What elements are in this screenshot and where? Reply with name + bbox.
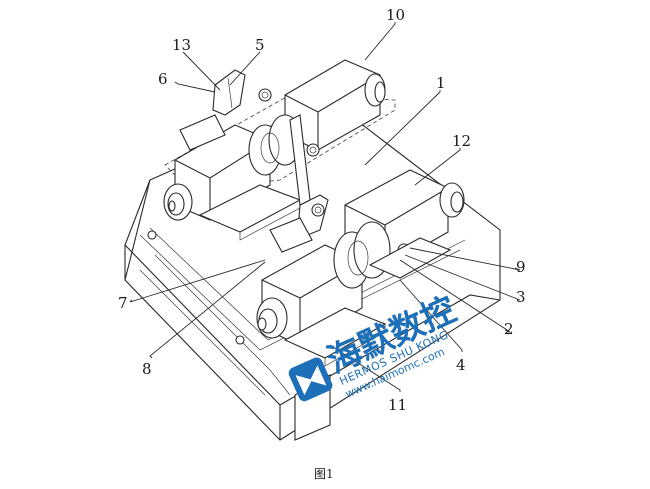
callout-4: 4 <box>456 356 466 374</box>
callout-9: 9 <box>516 258 526 276</box>
watermark-logo-icon <box>288 357 333 402</box>
callout-1: 1 <box>436 74 446 92</box>
callout-12: 12 <box>452 132 471 150</box>
upper-spindle-assembly <box>163 59 396 241</box>
callout-3: 3 <box>516 288 526 306</box>
callout-7: 7 <box>118 294 128 312</box>
callout-11: 11 <box>388 396 407 414</box>
callout-13: 13 <box>172 36 191 54</box>
carrier-plate <box>289 114 311 206</box>
callout-10: 10 <box>386 6 405 24</box>
figure-caption: 图1 <box>314 467 334 481</box>
lower-spindle-assembly <box>256 169 465 367</box>
callout-5: 5 <box>255 36 265 54</box>
callout-6: 6 <box>158 70 168 88</box>
callout-2: 2 <box>504 320 514 338</box>
callouts: 10 13 5 6 1 12 9 3 2 4 7 8 11 <box>118 6 526 414</box>
leader-lines <box>129 22 521 392</box>
callout-8: 8 <box>142 360 152 378</box>
